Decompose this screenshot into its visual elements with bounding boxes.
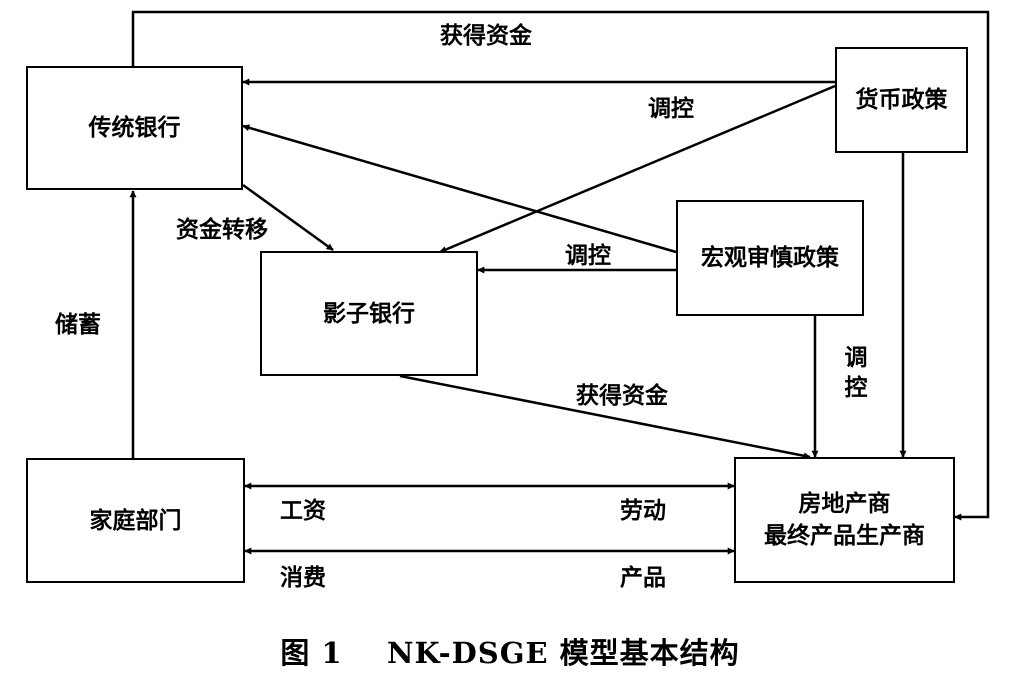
arrow-shadow-bank-to-firm bbox=[399, 374, 811, 460]
firm-box: 房地产商 最终产品生产商 bbox=[734, 457, 955, 583]
top-get-funds-label: 获得资金 bbox=[440, 23, 532, 49]
regulate-vertical-label: 调控 bbox=[844, 345, 868, 401]
traditional-bank-label: 传统银行 bbox=[88, 115, 181, 141]
arrow-top-loop-to-firm bbox=[131, 10, 990, 521]
savings-label: 储蓄 bbox=[55, 312, 101, 338]
firm-label-line1: 房地产商 bbox=[798, 491, 891, 517]
macroprudential-policy-label: 宏观审慎政策 bbox=[701, 245, 839, 271]
fund-transfer-label: 资金转移 bbox=[176, 217, 268, 243]
monetary-policy-label: 货币政策 bbox=[855, 87, 948, 113]
arrow-macro-to-traditional-bank bbox=[242, 124, 677, 254]
firm-label-line2: 最终产品生产商 bbox=[764, 523, 925, 549]
regulate-monetary-label: 调控 bbox=[648, 96, 694, 122]
consumption-label: 消费 bbox=[280, 565, 326, 591]
wage-label: 工资 bbox=[280, 498, 326, 524]
monetary-policy-box: 货币政策 bbox=[835, 47, 968, 153]
figure-caption: 图 1 NK-DSGE 模型基本结构 bbox=[280, 636, 740, 670]
macroprudential-policy-box: 宏观审慎政策 bbox=[676, 200, 864, 316]
arrow-fund-transfer bbox=[242, 183, 334, 252]
shadow-bank-label: 影子银行 bbox=[323, 300, 415, 327]
labor-label: 劳动 bbox=[620, 498, 666, 524]
regulate-macro-label: 调控 bbox=[565, 243, 611, 269]
traditional-bank-box: 传统银行 bbox=[26, 66, 243, 190]
household-label: 家庭部门 bbox=[89, 507, 182, 534]
arrow-monetary-to-shadow-bank bbox=[439, 84, 836, 254]
shadow-bank-box: 影子银行 bbox=[260, 251, 478, 376]
product-label: 产品 bbox=[620, 565, 666, 591]
get-funds-shadow-label: 获得资金 bbox=[576, 383, 668, 409]
household-box: 家庭部门 bbox=[26, 458, 245, 583]
